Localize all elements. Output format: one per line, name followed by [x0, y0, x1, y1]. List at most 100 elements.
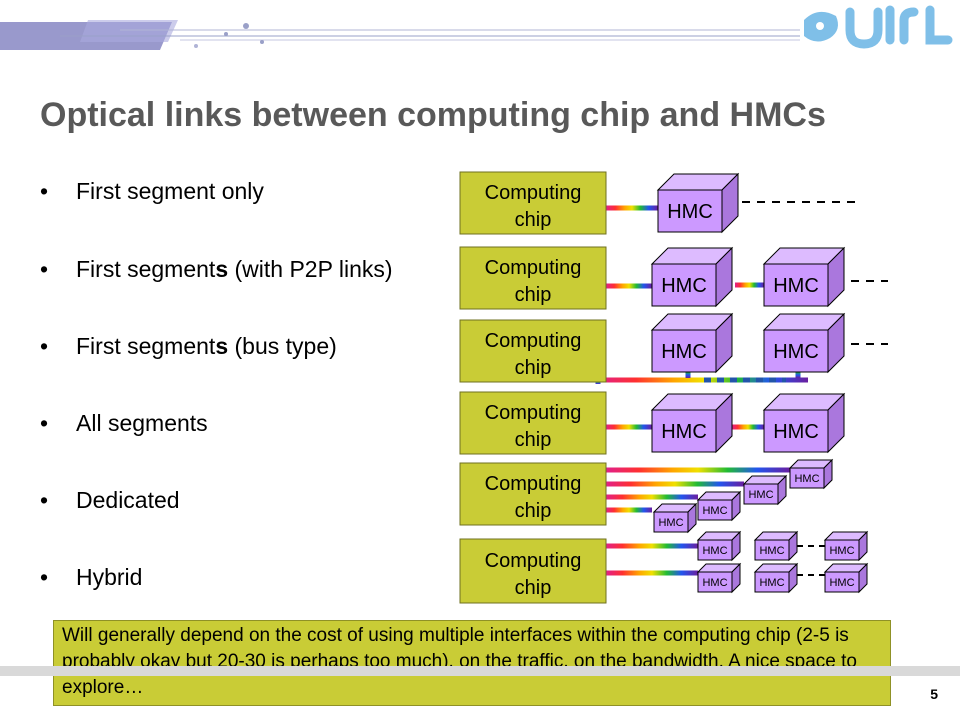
hmc-label: HMC [702, 545, 727, 557]
hmc-cube: HMC [742, 474, 788, 506]
bullet-text: First segment only [76, 178, 264, 204]
optical-link [606, 543, 698, 549]
hmc-cube: HMC [753, 530, 799, 562]
hmc-front [754, 539, 790, 561]
bullet-dot: • [40, 333, 49, 359]
optical-link [606, 205, 658, 211]
computing-chip-box [459, 319, 607, 383]
hmc-front [824, 539, 860, 561]
optical-link [735, 282, 764, 288]
ulrl-logo-icon [804, 5, 953, 49]
computing-chip-label: Computing [485, 330, 582, 352]
bullet-text: All segments [76, 410, 208, 436]
hmc-label: HMC [661, 341, 707, 363]
hmc-cube: HMC [696, 530, 742, 562]
optical-links [595, 201, 888, 576]
header-decoration [0, 20, 800, 50]
hmc-cube: HMC [753, 562, 799, 594]
hmc-label: HMC [667, 201, 713, 223]
hmc-label: HMC [759, 577, 784, 589]
optical-link [606, 283, 652, 289]
bullet-dot: • [40, 256, 49, 282]
hmc-label: HMC [829, 577, 854, 589]
optical-link [606, 467, 790, 473]
computing-chip: Computing chip [459, 319, 607, 383]
bullet-text: Dedicated [76, 487, 180, 513]
computing-chip-label: chip [515, 577, 552, 599]
footer-bar [0, 666, 960, 676]
hmc-cube: HMC [762, 312, 846, 374]
hmc-front [697, 539, 733, 561]
hmc-cube: HMC [762, 246, 846, 308]
bullet-dot: • [40, 178, 49, 204]
bullet-text: First segments (bus type) [76, 333, 337, 359]
computing-chip: Computing chip [459, 391, 607, 455]
computing-chip-label: chip [515, 284, 552, 306]
computing-chip: Computing chip [459, 171, 607, 235]
hmc-label: HMC [773, 421, 819, 443]
hmc-front [763, 409, 829, 453]
hmc-front [657, 189, 723, 233]
optical-link [598, 377, 808, 383]
computing-chip-label: chip [515, 500, 552, 522]
hmc-cube: HMC [652, 502, 698, 534]
computing-chip-label: chip [515, 209, 552, 231]
hmc-cube: HMC [823, 530, 869, 562]
hmc-cube: HMC [650, 392, 734, 454]
computing-chip-box [459, 462, 607, 526]
optical-link [606, 481, 744, 487]
bullet-dot: • [40, 487, 49, 513]
hmc-label: HMC [702, 577, 727, 589]
hmc-label: HMC [702, 505, 727, 517]
hmc-label: HMC [661, 421, 707, 443]
hmc-cube: HMC [656, 172, 740, 234]
hmc-front [651, 329, 717, 373]
hmc-front [763, 329, 829, 373]
hmc-label: HMC [829, 545, 854, 557]
hmc-cube: HMC [762, 392, 846, 454]
computing-chip-label: Computing [485, 182, 582, 204]
hmc-cube: HMC [823, 562, 869, 594]
hmc-cube: HMC [696, 562, 742, 594]
hmc-front [697, 499, 733, 521]
bullet-text: First segments (with P2P links) [76, 256, 393, 282]
hmc-cube: HMC [788, 458, 834, 490]
computing-chip-label: Computing [485, 402, 582, 424]
optical-link [606, 424, 652, 430]
optical-link [606, 494, 698, 500]
hmc-front [697, 571, 733, 593]
slide-title: Optical links between computing chip and… [40, 96, 826, 134]
hmc-front [651, 263, 717, 307]
computing-chip: Computing chip [459, 462, 607, 526]
computing-chip-box [459, 391, 607, 455]
computing-chip-label: Computing [485, 257, 582, 279]
hmc-label: HMC [773, 341, 819, 363]
hmc-cube: HMC [696, 490, 742, 522]
hmc-front [763, 263, 829, 307]
bullet-text: Hybrid [76, 564, 143, 590]
computing-chip-box [459, 171, 607, 235]
hmc-label: HMC [794, 473, 819, 485]
computing-chip-label: Computing [485, 473, 582, 495]
hmc-cube: HMC [650, 312, 734, 374]
hmc-label: HMC [759, 545, 784, 557]
bullet-dot: • [40, 410, 49, 436]
hmc-front [789, 467, 825, 489]
optical-link [606, 570, 698, 576]
hmc-front [651, 409, 717, 453]
computing-chip-label: chip [515, 429, 552, 451]
hmc-front [824, 571, 860, 593]
hmc-front [754, 571, 790, 593]
optical-link [732, 424, 764, 430]
computing-chip-box [459, 246, 607, 310]
page-number: 5 [930, 686, 938, 702]
hmc-front [743, 483, 779, 505]
computing-chip-box [459, 538, 607, 604]
hmc-label: HMC [658, 517, 683, 529]
optical-link [606, 507, 652, 513]
computing-chip-label: chip [515, 357, 552, 379]
hmc-label: HMC [748, 489, 773, 501]
